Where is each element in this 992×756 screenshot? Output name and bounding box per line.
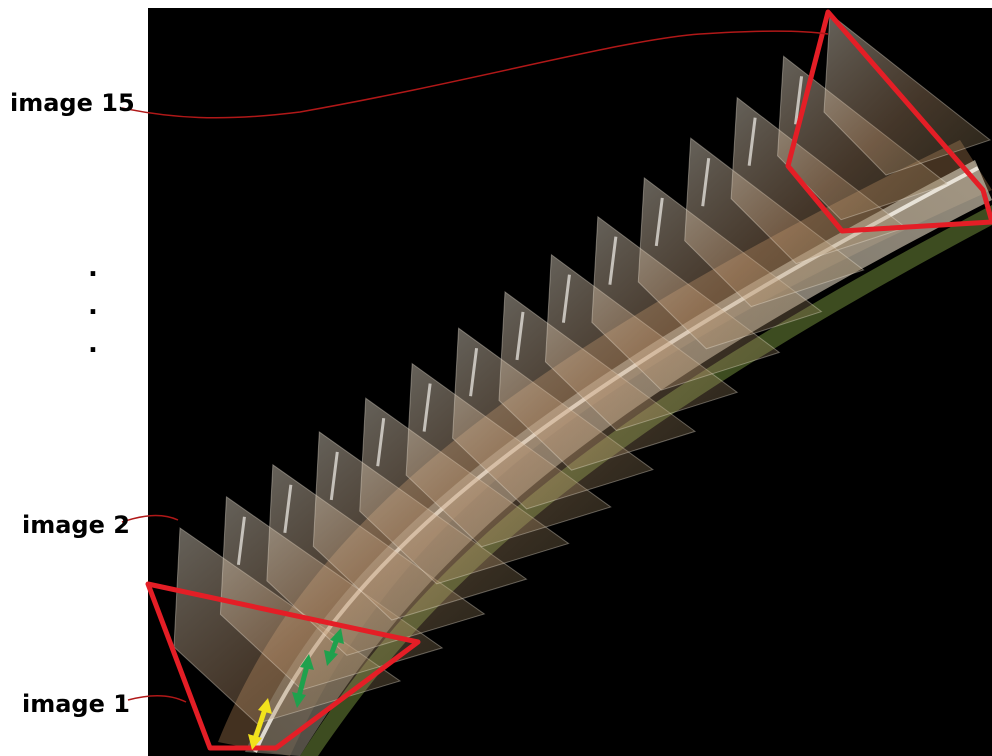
light-pole-3 xyxy=(283,484,293,533)
ellipsis-dot-2: . xyxy=(88,291,98,321)
light-pole-13 xyxy=(747,117,757,166)
light-pole-12 xyxy=(701,158,711,207)
image-1-outline xyxy=(145,581,421,751)
light-pole-6 xyxy=(422,383,432,432)
green-spacing-arrow-1 xyxy=(292,654,314,708)
image-15-leader-line xyxy=(121,30,829,119)
light-pole-5 xyxy=(376,418,386,467)
yellow-spacing-arrow xyxy=(248,698,272,750)
image-15-outline xyxy=(785,9,992,234)
ellipsis-dot-3: . xyxy=(88,329,98,359)
light-pole-4 xyxy=(329,451,339,501)
green-spacing-arrow-2 xyxy=(324,628,344,666)
image-1-label: image 1 xyxy=(22,690,130,718)
grass-strip xyxy=(300,205,992,756)
light-pole-2 xyxy=(236,516,246,566)
image-2-leader-line xyxy=(121,514,179,523)
light-pole-9 xyxy=(561,274,571,323)
light-pole-11 xyxy=(654,197,664,247)
image-15-label: image 15 xyxy=(10,89,135,117)
light-pole-8 xyxy=(515,311,525,361)
light-pole-7 xyxy=(469,347,479,397)
light-pole-14 xyxy=(794,76,804,125)
image-1-leader-line xyxy=(127,695,187,703)
light-pole-10 xyxy=(608,236,618,285)
overlapping-frames xyxy=(173,13,992,725)
ellipsis-dot-1: . xyxy=(88,253,98,283)
image-2-label: image 2 xyxy=(22,511,130,539)
